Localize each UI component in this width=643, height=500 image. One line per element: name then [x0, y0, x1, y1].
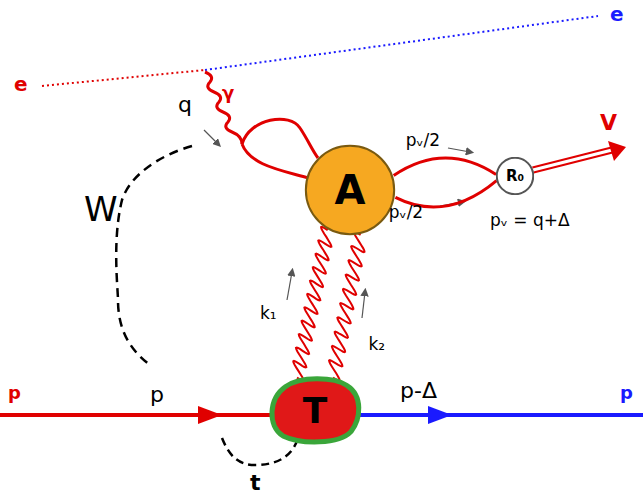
momentum-arrow — [287, 272, 292, 300]
vertex-circle: R₀ — [496, 157, 534, 195]
energy-label: W — [84, 192, 118, 226]
quark-line — [395, 181, 496, 207]
quark-loop — [242, 144, 308, 178]
momentum-label: p-Δ — [400, 380, 437, 402]
proton-in — [0, 413, 275, 417]
electron-label: e — [610, 4, 624, 24]
momentum-label: k₁ — [260, 305, 277, 322]
transfer-label: t — [250, 472, 261, 494]
node-label: R₀ — [506, 167, 524, 185]
electron-out — [205, 16, 598, 70]
proton-label: p — [620, 384, 633, 402]
node-label: T — [303, 390, 328, 431]
momentum-label: p — [150, 384, 164, 406]
w-bracket — [116, 146, 192, 365]
electron-in — [42, 70, 205, 86]
gluon-line — [293, 227, 331, 381]
proton-arrow — [428, 406, 452, 424]
momentum-arrow — [362, 292, 365, 318]
photon-label: γ — [222, 84, 234, 102]
meson-arrowhead — [608, 141, 626, 161]
momentum-arrow — [448, 148, 470, 152]
meson-label: V — [600, 112, 617, 134]
proton-label: p — [8, 384, 21, 402]
meson-arrow — [533, 150, 612, 170]
photon — [205, 72, 242, 144]
target-blob: T — [265, 374, 365, 446]
momentum-label: pᵥ/2 — [406, 132, 440, 149]
proton-out — [355, 413, 643, 417]
momentum-label: pᵥ = q+Δ — [490, 212, 570, 229]
quark-loop — [242, 119, 318, 158]
proton-arrow — [198, 406, 222, 424]
amplitude-circle: A — [304, 144, 396, 236]
momentum-label: pᵥ/2 — [389, 204, 423, 221]
momentum-label: q — [178, 94, 192, 116]
quark-line — [394, 158, 496, 176]
momentum-label: k₂ — [368, 336, 385, 353]
t-bracket — [222, 438, 298, 465]
gluon-line — [329, 232, 364, 381]
node-label: A — [335, 167, 366, 213]
meson-arrow — [533, 150, 612, 170]
electron-label: e — [14, 74, 28, 94]
momentum-arrow — [204, 130, 218, 144]
